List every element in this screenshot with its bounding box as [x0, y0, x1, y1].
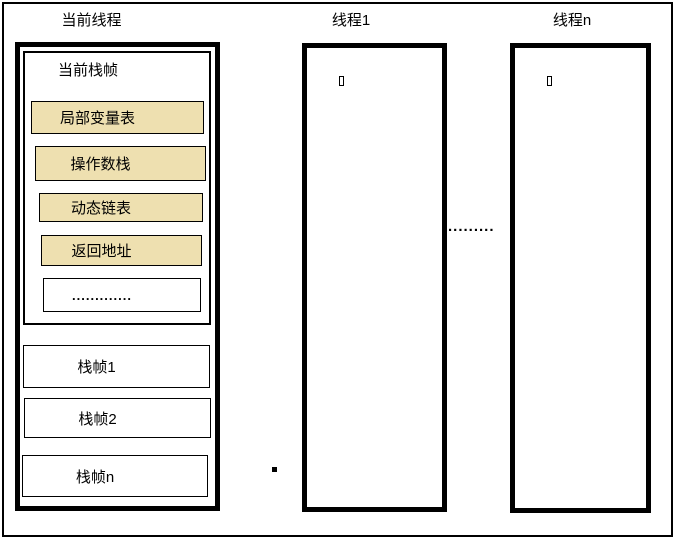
stack-frame-2: 栈帧2 — [24, 398, 211, 438]
thread-1-box — [302, 43, 447, 512]
slot-ellipsis: ............. — [43, 278, 201, 312]
thread-n-box — [510, 43, 651, 513]
stack-frame-1: 栈帧1 — [23, 345, 210, 388]
thread-n-title: 线程n — [552, 12, 592, 29]
current-frame-title: 当前栈帧 — [57, 62, 118, 79]
slot-ellipsis-text: ............. — [72, 287, 132, 303]
slot-return-address: 返回地址 — [41, 235, 202, 266]
slot-local-variable-table: 局部变量表 — [31, 101, 204, 134]
thread-1-title: 线程1 — [331, 12, 371, 29]
slot-dynamic-link: 动态链表 — [39, 193, 203, 222]
current-thread-title: 当前线程 — [61, 12, 122, 29]
slot-operand-stack: 操作数栈 — [35, 146, 206, 181]
thread-n-tofu-box-icon — [547, 76, 552, 86]
stray-square-dot-icon — [272, 467, 277, 472]
thread-1-tofu-box-icon — [339, 76, 344, 86]
stack-frame-n: 栈帧n — [22, 455, 208, 497]
between-threads-ellipsis: ......... — [448, 218, 495, 235]
